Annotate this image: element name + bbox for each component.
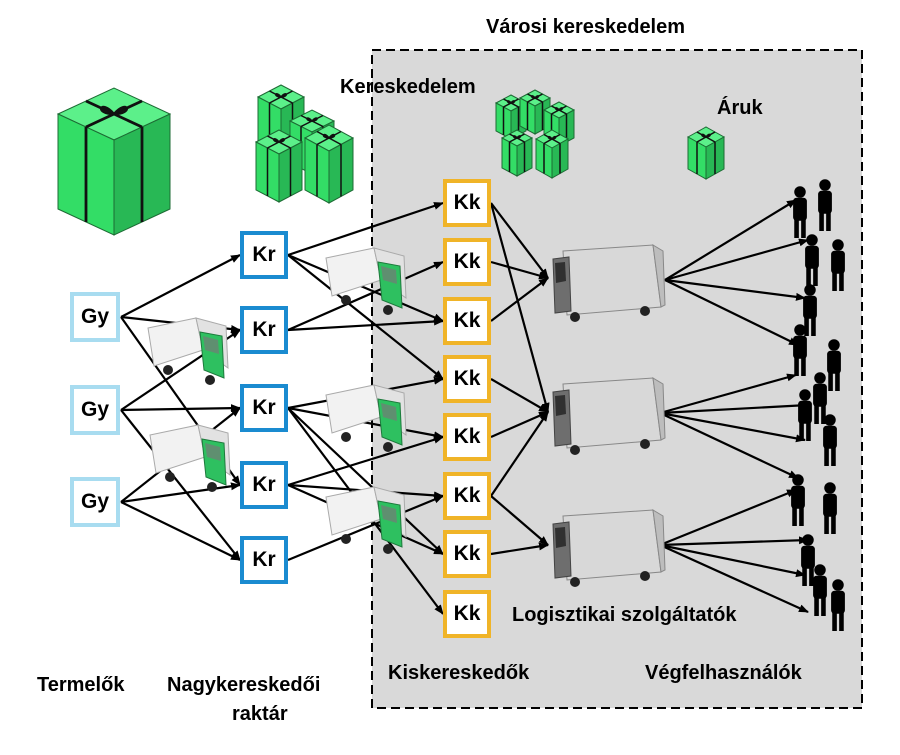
flow-arrow [287,494,444,562]
flow-arrow [490,277,549,322]
person-silhouette-icon [801,534,815,586]
green-truck-icon [325,486,407,554]
person-silhouette-icon [831,579,845,631]
grey-truck-icon [552,244,666,322]
grey-truck-icon [552,509,666,587]
flow-arrow [287,254,444,380]
flow-arrow [659,536,809,547]
retailer-node: Kk [443,413,491,461]
green-truck-icon [149,424,231,492]
wholesaler-node: Kr [240,231,288,279]
green-truck-icon [147,317,229,385]
flow-arrow [287,317,444,332]
flow-arrow [490,202,549,279]
person-silhouette-icon [823,482,837,534]
wholesale-label-line2: raktár [232,703,288,725]
person-silhouette-icon [813,372,827,424]
flow-arrows [120,199,809,615]
flow-arrow [664,278,806,301]
flow-arrow [120,409,241,561]
producer-node: Gy [70,385,120,435]
person-silhouette-icon [803,284,817,336]
person-silhouette-icon [793,324,807,376]
flow-arrow [490,260,549,280]
retailer-node: Kk [443,297,491,345]
green-truck-icon [325,384,407,452]
person-silhouette-icon [823,414,837,466]
person-silhouette-icon [813,564,827,616]
flow-arrow [489,202,550,413]
gift-box-icon [254,129,304,203]
flow-arrow [490,542,549,556]
urban-region-title: Városi kereskedelem [486,16,686,38]
end-users-label: Végfelhasználók [645,662,802,684]
gift-box-icon [686,126,726,180]
flow-arrow [490,495,549,546]
gift-box-icon [303,124,355,204]
flow-arrow [490,411,549,497]
logistics-label: Logisztikai szolgáltatók [512,604,737,626]
flow-arrow [664,199,797,281]
flow-arrow [659,543,809,614]
person-silhouette-icon [827,339,841,391]
wholesaler-node: Kr [240,306,288,354]
person-silhouette-icon [805,234,819,286]
green-truck-icon [325,247,407,315]
flow-arrow [287,253,444,323]
flow-arrow [659,543,806,578]
flow-arrow [120,254,241,318]
flow-arrow [287,201,444,257]
flow-arrow [490,410,549,439]
retailer-node: Kk [443,590,491,638]
wholesaler-node: Kr [240,536,288,584]
flow-arrow [659,401,809,415]
person-silhouette-icon [793,186,807,238]
retailers-label: Kiskereskedők [388,662,530,684]
person-silhouette-icon [791,474,805,526]
flow-arrow [659,411,806,443]
flow-arrow [287,407,444,555]
retailer-node: Kk [443,179,491,227]
flow-arrow [659,488,797,547]
gift-box-icon [518,89,552,135]
trade-label: Kereskedelem [340,76,476,98]
flow-arrow [664,279,799,346]
flow-arrow [664,238,809,282]
flow-arrow [120,404,241,413]
flow-arrow [120,482,241,504]
wholesale-label-line1: Nagykereskedői [167,674,321,696]
flow-arrow [490,378,549,413]
wholesaler-node: Kr [240,461,288,509]
gift-box-icon [56,87,172,236]
flow-arrow [287,260,444,332]
producers-label: Termelők [37,674,125,696]
flow-arrow [287,435,444,487]
producer-node: Gy [70,477,120,527]
person-silhouette-icon [798,389,812,441]
person-silhouette-icon [818,179,832,231]
icons-layer [56,84,845,631]
goods-label: Áruk [717,97,763,119]
wholesaler-node: Kr [240,384,288,432]
grey-truck-icon [552,377,666,455]
flow-arrow [659,373,797,415]
flow-arrow [659,412,799,479]
person-silhouette-icon [831,239,845,291]
flow-arrow [120,501,241,561]
gift-box-icon [534,129,570,179]
retailer-node: Kk [443,355,491,403]
gift-box-icon [500,129,534,177]
retailer-node: Kk [443,530,491,578]
retailer-node: Kk [443,472,491,520]
retailer-node: Kk [443,238,491,286]
producer-node: Gy [70,292,120,342]
